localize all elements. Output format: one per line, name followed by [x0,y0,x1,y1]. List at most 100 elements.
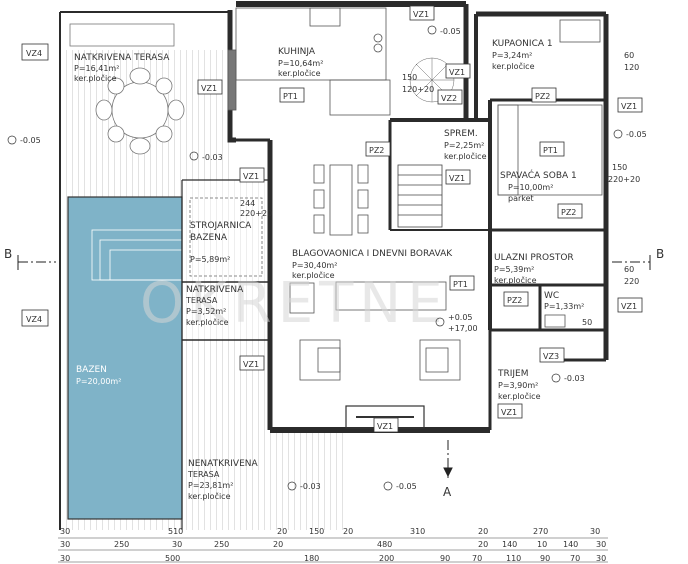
inline-dims: 60 120 150 120+20 150 220+20 60 220 244 … [240,51,640,327]
svg-text:90: 90 [440,554,450,563]
svg-text:220+20: 220+20 [240,209,272,218]
svg-text:140: 140 [563,540,578,549]
section-a: A [443,485,452,499]
level-markers: -0.05 -0.05 -0.05 -0.03 +0.05 +17,00 -0.… [7,25,647,491]
tag-vz1-plant: VZ1 [449,68,465,77]
kitchen-name: KUHINJA [278,47,316,57]
tag-vz3: VZ3 [543,352,559,361]
entrance-floor: ker.pločice [494,275,537,285]
terrace-table [69,23,185,155]
terrace-covered-name: NATKRIVENA TERASA [74,53,170,63]
tag-vz4-pool: VZ4 [26,315,42,324]
svg-text:30: 30 [60,554,70,563]
level-left: -0.05 [20,136,41,145]
svg-text:20: 20 [478,540,488,549]
svg-text:120: 120 [624,63,639,72]
storage-floor: ker.pločice [444,151,487,161]
svg-text:150: 150 [309,527,324,536]
level-open-terrace: -0.03 [300,482,321,491]
small-terrace-name: NATKRIVENA [186,285,244,295]
bedroom-area: P=10,00m² [508,183,553,192]
svg-text:70: 70 [570,554,580,563]
pool-area: P=20,00m² [76,377,121,386]
open-terrace-name2: TERASA [187,470,220,479]
bedroom-name: SPAVAĆA SOBA 1 [500,169,577,181]
tag-vz1-bedroom: VZ1 [621,102,637,111]
svg-text:500: 500 [165,554,180,563]
dim-row-3: 30 500 180 200 90 70 110 90 70 30 [60,554,606,563]
tag-vz1-storage: VZ1 [449,174,465,183]
tag-labels: VZ1 VZ1 VZ1 VZ2 VZ1 VZ1 VZ1 VZ4 VZ4 VZ1 … [26,10,637,431]
tag-vz4-top: VZ4 [26,49,42,58]
entrance-name: ULAZNI PROSTOR [494,253,574,263]
tag-pz2-entrance: PZ2 [561,208,576,217]
tag-vz1-entrance: VZ1 [377,422,393,431]
svg-text:180: 180 [304,554,319,563]
svg-text:20: 20 [343,527,353,536]
bathroom-area: P=3,24m² [492,51,532,60]
svg-text:60: 60 [624,51,634,60]
terrace-covered-floor: ker.pločice [74,73,117,83]
dimension-lines [58,537,608,563]
machine-room-name: STROJARNICA [190,221,252,231]
svg-text:30: 30 [596,540,606,549]
kitchen-area: P=10,64m² [278,59,323,68]
svg-text:310: 310 [410,527,425,536]
tag-vz1-small-terrace: VZ1 [243,360,259,369]
level-kitchen-window: -0.05 [440,27,461,36]
machine-room-name2: BAZENA [190,233,228,243]
level-porch: -0.03 [564,374,585,383]
tags [21,5,643,433]
svg-text:140: 140 [502,540,517,549]
entrance-area: P=5,39m² [494,265,534,274]
staircase [397,164,443,228]
level-right: -0.05 [626,130,647,139]
tag-vz1-living: VZ1 [243,172,259,181]
svg-text:110: 110 [506,554,521,563]
small-terrace-area: P=3,52m² [186,307,226,316]
tag-pz2-storage: PZ2 [369,146,384,155]
machine-room [189,197,263,277]
porch-floor: ker.pločice [498,391,541,401]
living-furniture [289,281,461,429]
section-lines [17,255,651,478]
kitchen-floor: ker.pločice [278,68,321,78]
svg-text:250: 250 [214,540,229,549]
level-living: +0.05 [448,313,473,322]
watermark: OKRETNE [140,271,449,336]
tag-pt1-bedroom: PT1 [543,146,558,155]
dim-row-1: 30 510 20 150 20 310 20 270 30 [60,527,600,536]
svg-text:30: 30 [596,554,606,563]
svg-text:90: 90 [540,554,550,563]
living-name: BLAGOVAONICA I DNEVNI BORAVAK [292,249,453,259]
svg-text:200: 200 [379,554,394,563]
storage-name: SPREM. [444,129,478,139]
bathroom-floor: ker.pločice [492,61,535,71]
svg-text:30: 30 [590,527,600,536]
section-b-right: B [656,247,664,261]
room-labels: NATKRIVENA TERASA P=16,41m² ker.pločice … [74,39,584,501]
svg-text:60: 60 [624,265,634,274]
bedroom-floor: parket [508,194,534,203]
tag-vz1-wc: VZ1 [621,302,637,311]
level-outside: -0.05 [396,482,417,491]
svg-text:20: 20 [478,527,488,536]
svg-text:30: 30 [172,540,182,549]
svg-text:20: 20 [277,527,287,536]
tag-pt1-living: PT1 [453,280,468,289]
small-terrace-floor: ker.pločice [186,317,229,327]
pool-area [67,196,183,520]
tag-pz2-wc: PZ2 [507,296,522,305]
living-floor: ker.pločice [292,270,335,280]
bedroom-furniture [497,19,603,328]
tag-vz1-porch: VZ1 [501,408,517,417]
wc-area: P=1,33m² [544,302,584,311]
tag-vz1-kitchen: VZ1 [413,10,429,19]
dim-row-2: 30 250 30 250 20 480 20 140 10 140 30 [60,540,606,549]
svg-text:10: 10 [537,540,547,549]
svg-text:50: 50 [582,318,592,327]
svg-text:20: 20 [273,540,283,549]
storage-area: P=2,25m² [444,141,484,150]
tag-vz2: VZ2 [441,94,457,103]
